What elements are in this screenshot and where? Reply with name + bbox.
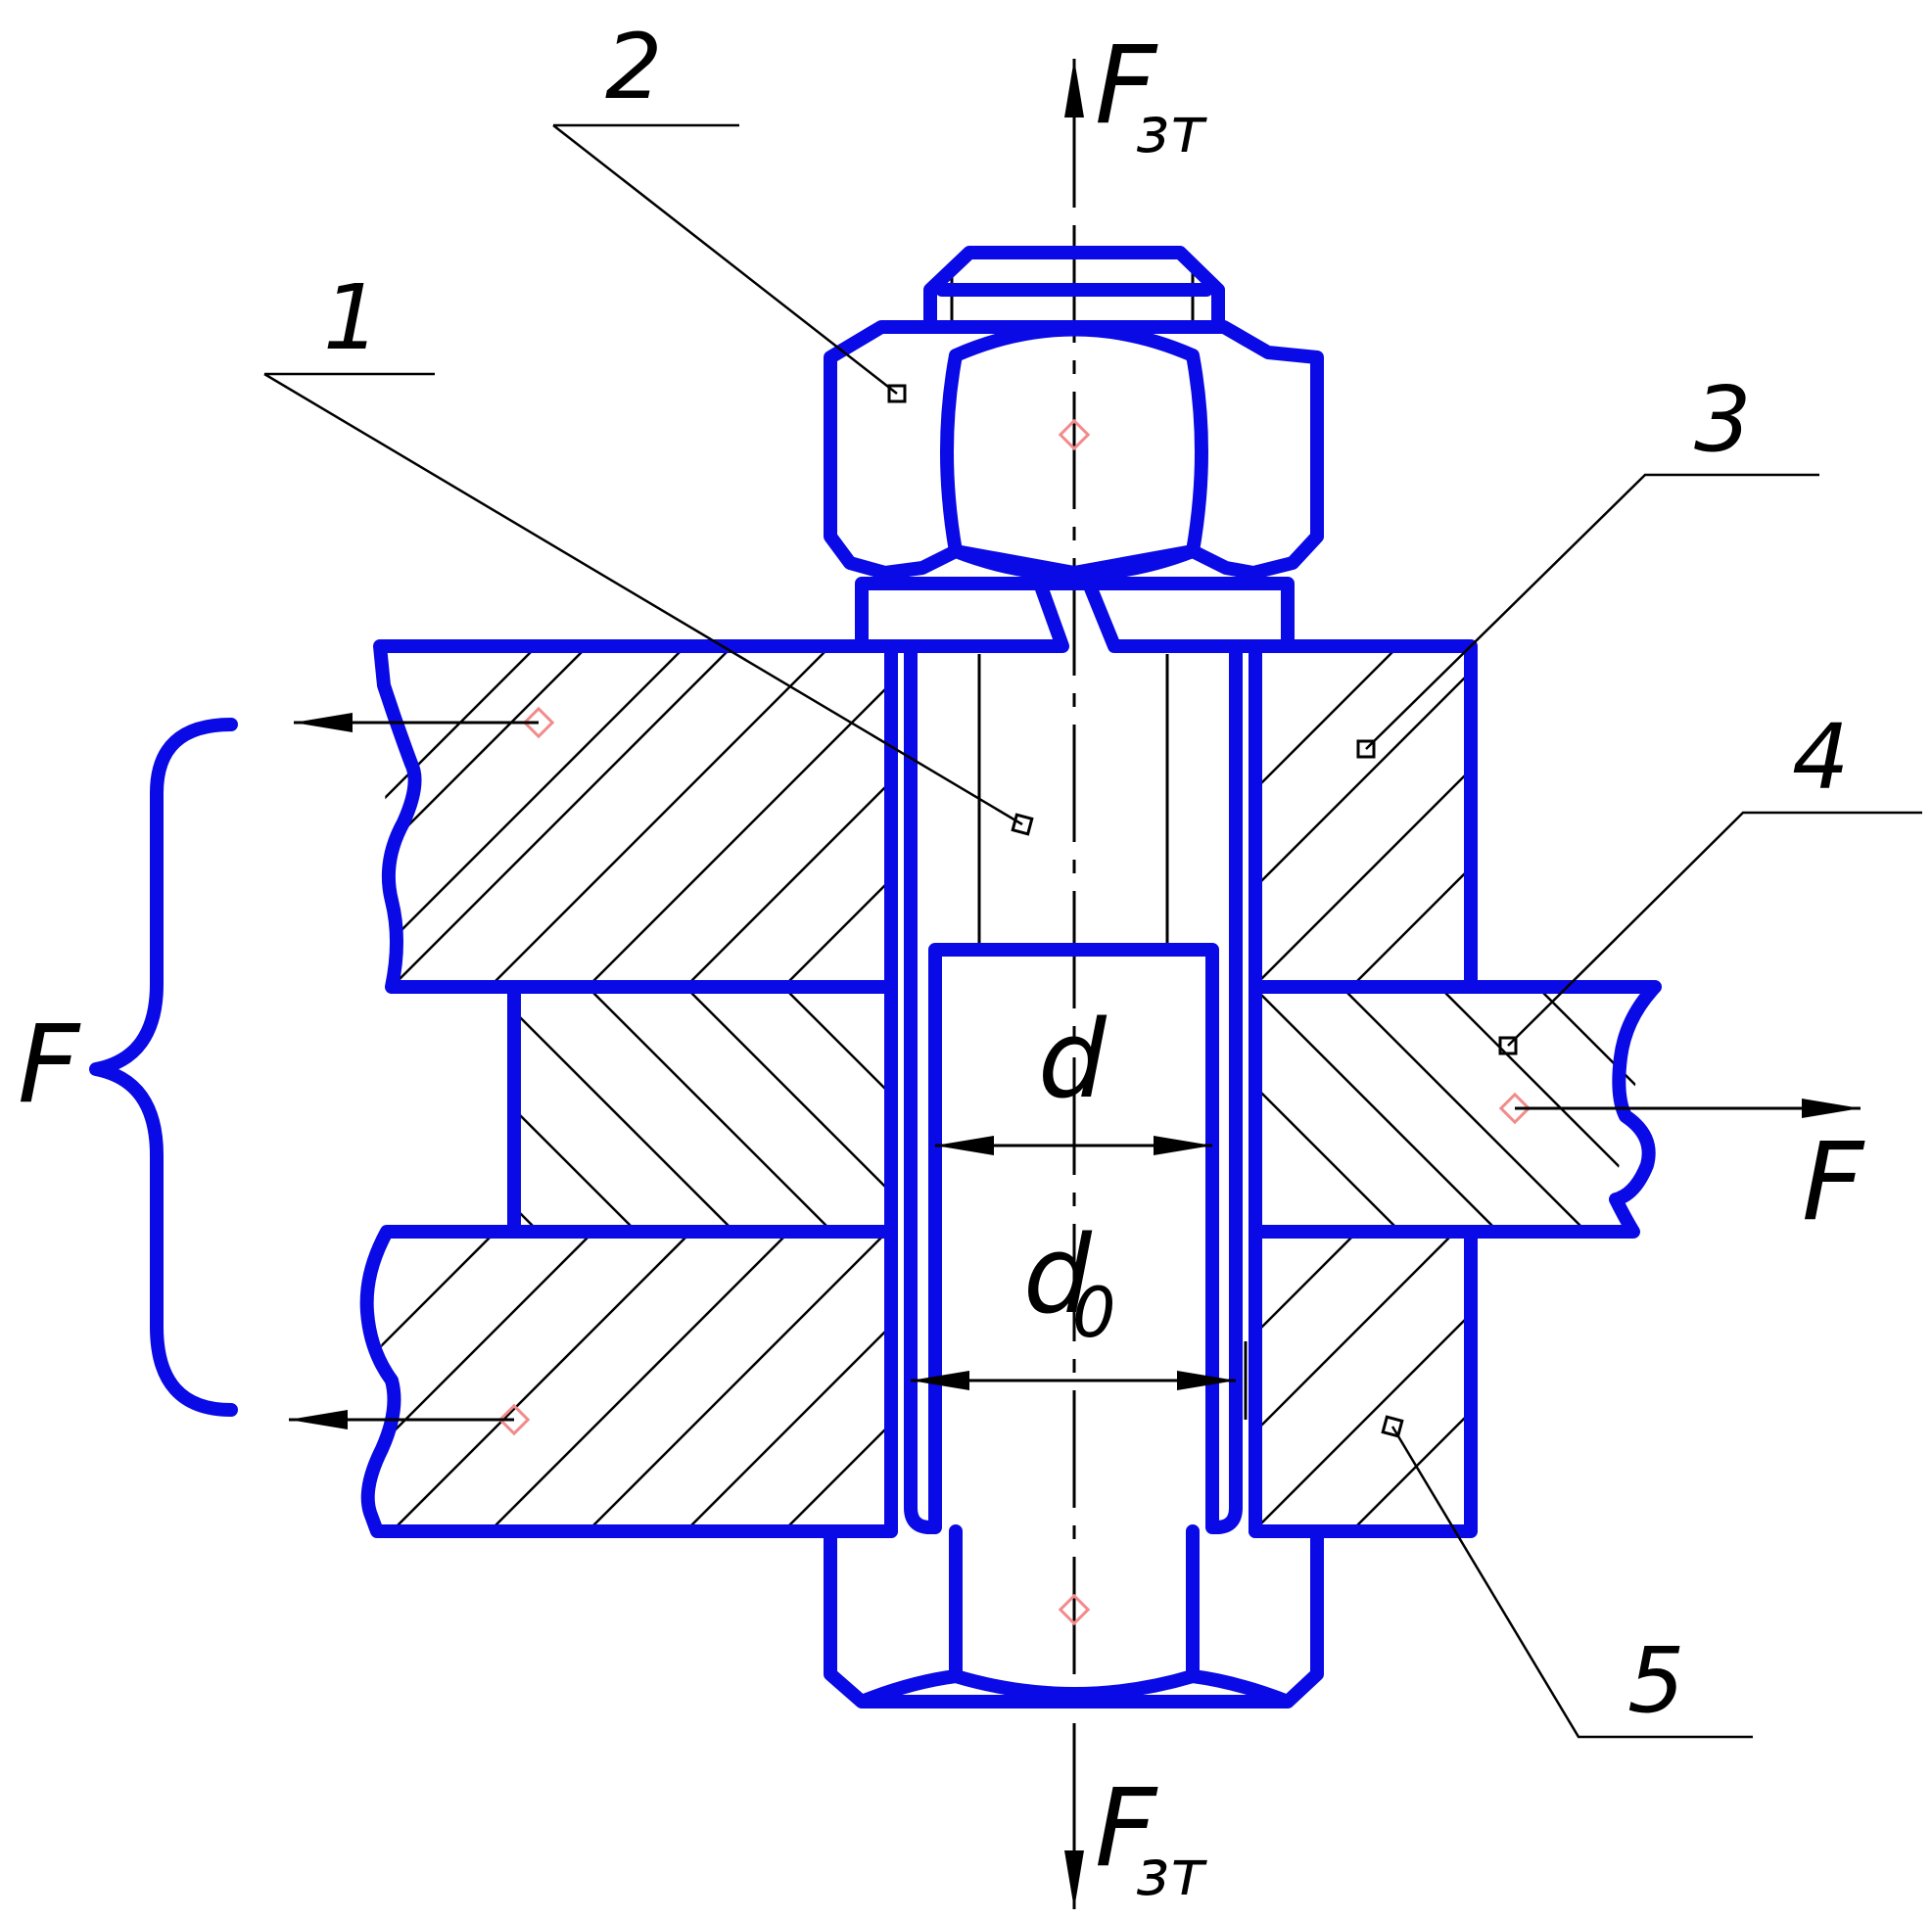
leader-markers — [887, 384, 1518, 1438]
load-brace — [89, 718, 238, 1417]
dimension-lines — [911, 1136, 1248, 1420]
shank-diameter-label: d — [1038, 997, 1107, 1122]
middle-plate-right-outline — [1249, 980, 1662, 1239]
callout-label-2: 2 — [605, 15, 663, 119]
centroid-markers — [497, 418, 1531, 1626]
nut-face-arcs — [940, 322, 1208, 582]
bottom-plate-left-outline — [359, 1225, 898, 1538]
bolt-force-top-label: F — [1095, 23, 1158, 148]
bolt-force-bottom-label: F — [1095, 1765, 1158, 1891]
callout-label-1: 1 — [323, 265, 381, 370]
bolt-force-bottom-subscript: зт — [1136, 1838, 1207, 1910]
callout-label-4: 4 — [1792, 705, 1850, 810]
hole-diameter-subscript: 0 — [1072, 1273, 1116, 1353]
hatch-top-right — [1255, 646, 1471, 987]
hatch-bottom-right — [1255, 1232, 1471, 1531]
bolt-head-outline — [824, 1524, 1324, 1708]
top-plate-right-outline — [1249, 639, 1478, 994]
callout-label-5: 5 — [1627, 1628, 1685, 1733]
part-outlines — [89, 246, 1662, 1708]
middle-plate-left-outline — [507, 980, 898, 1239]
bottom-plate-right-outline — [1249, 1225, 1478, 1538]
callout-label-3: 3 — [1694, 367, 1752, 472]
hatch-middle-left — [514, 987, 891, 1232]
load-right-label: F — [1802, 1119, 1865, 1244]
washer-outline — [855, 577, 1295, 653]
bolt-force-top-subscript: зт — [1136, 95, 1207, 167]
hatch-bottom-left — [372, 1232, 891, 1531]
hatch-top-left — [380, 646, 891, 987]
bolt-shank-outline — [904, 639, 1243, 1534]
load-left-label: F — [18, 1002, 81, 1127]
top-plate-left-outline — [373, 639, 898, 994]
bolt-end-outline — [923, 246, 1225, 334]
force-arrows — [289, 59, 1861, 1909]
hole-diameter-label: d — [1023, 1212, 1093, 1337]
leader-lines — [263, 123, 1922, 1739]
